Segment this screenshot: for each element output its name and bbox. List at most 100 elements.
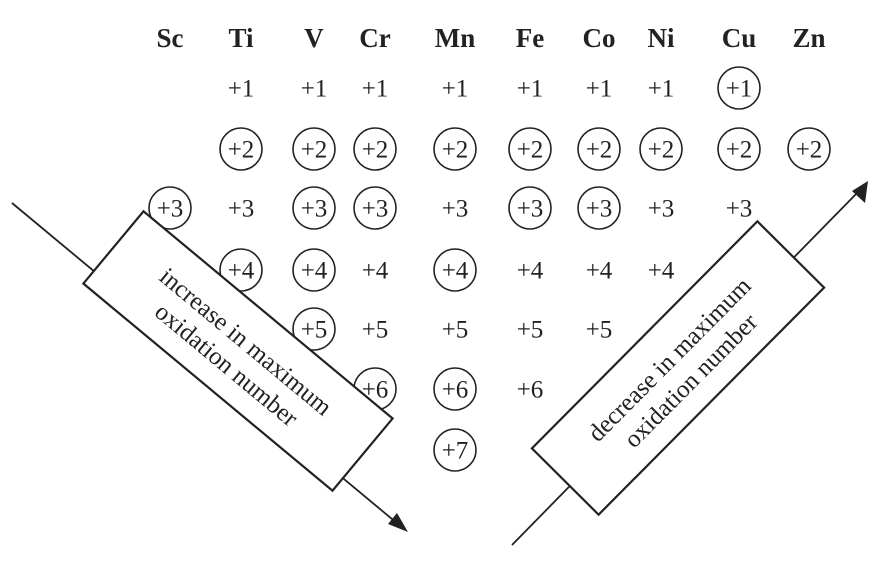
oxidation-state-co-plus4: +4 [586,258,613,285]
common-state-ring [433,127,477,171]
decrease-trend-box [530,219,826,517]
oxidation-state-ti-plus1: +1 [228,76,255,103]
oxidation-state-label: +5 [301,317,328,344]
oxidation-state-grid: +3 +1 +2 +3 +4 +1 +2 +3 +4 +5 +1 +2 +3 +4 +5 +6 +1 +2 +3 +4… [148,66,831,472]
oxidation-state-v-plus4: +4 [292,248,336,292]
oxidation-state-zn-plus2: +2 [787,127,831,171]
oxidation-state-label: +5 [517,317,544,344]
common-state-ring [353,186,397,230]
common-state-ring [787,127,831,171]
increase-trend-box [81,209,395,493]
oxidation-state-label: +2 [517,137,544,164]
common-state-ring [639,127,683,171]
oxidation-state-label: +3 [157,196,184,223]
common-state-ring [717,66,761,110]
oxidation-state-label: +1 [586,76,613,103]
oxidation-state-label: +3 [726,196,753,223]
common-state-ring [148,186,192,230]
oxidation-state-label: +3 [648,196,675,223]
oxidation-state-fe-plus2: +2 [508,127,552,171]
oxidation-state-label: +4 [586,258,613,285]
oxidation-state-label: +2 [648,137,675,164]
oxidation-state-fe-plus4: +4 [517,258,544,285]
oxidation-state-cr-plus4: +4 [362,258,389,285]
element-symbol-cu: Cu [722,23,757,53]
oxidation-state-mn-plus4: +4 [433,248,477,292]
oxidation-state-label: +1 [301,76,328,103]
common-state-ring [353,127,397,171]
oxidation-state-label: +5 [442,317,469,344]
oxidation-state-label: +2 [586,137,613,164]
oxidation-state-cu-plus1: +1 [717,66,761,110]
oxidation-state-label: +6 [517,377,544,404]
oxidation-state-cu-plus2: +2 [717,127,761,171]
oxidation-state-label: +3 [517,196,544,223]
oxidation-state-v-plus2: +2 [292,127,336,171]
oxidation-state-mn-plus7: +7 [433,428,477,472]
common-state-ring [433,248,477,292]
oxidation-state-co-plus1: +1 [586,76,613,103]
oxidation-state-ti-plus2: +2 [219,127,263,171]
element-symbol-co: Co [583,23,616,53]
oxidation-state-cr-plus1: +1 [362,76,389,103]
common-state-ring [292,186,336,230]
oxidation-state-label: +3 [442,196,469,223]
oxidation-state-label: +3 [301,196,328,223]
oxidation-state-label: +2 [726,137,753,164]
common-state-ring [433,428,477,472]
oxidation-state-label: +2 [442,137,469,164]
oxidation-state-ni-plus3: +3 [648,196,675,223]
oxidation-state-ni-plus2: +2 [639,127,683,171]
oxidation-state-label: +2 [228,137,255,164]
oxidation-state-label: +2 [301,137,328,164]
oxidation-state-ni-plus1: +1 [648,76,675,103]
element-symbol-v: V [304,23,324,53]
oxidation-state-ni-plus4: +4 [648,258,675,285]
common-state-ring [292,248,336,292]
oxidation-state-cr-plus5: +5 [362,317,389,344]
oxidation-state-cr-plus3: +3 [353,186,397,230]
oxidation-state-label: +2 [362,137,389,164]
oxidation-state-v-plus3: +3 [292,186,336,230]
oxidation-state-label: +1 [362,76,389,103]
oxidation-state-ti-plus3: +3 [228,196,255,223]
oxidation-state-v-plus1: +1 [301,76,328,103]
common-state-ring [508,127,552,171]
common-state-ring [577,127,621,171]
decrease-trend-indicator: decrease in maximum oxidation number [511,181,868,546]
element-symbol-mn: Mn [435,23,476,53]
oxidation-state-label: +4 [362,258,389,285]
oxidation-state-fe-plus6: +6 [517,377,544,404]
increase-trend-indicator: increase in maximum oxidation number [11,202,408,532]
oxidation-state-label: +4 [648,258,675,285]
oxidation-state-mn-plus1: +1 [442,76,469,103]
oxidation-state-mn-plus3: +3 [442,196,469,223]
element-symbol-cr: Cr [359,23,390,53]
oxidation-state-label: +4 [228,258,255,285]
increase-arrowhead-icon [388,513,408,532]
common-state-ring [433,367,477,411]
common-state-ring [292,307,336,351]
decrease-arrowhead-icon [852,181,868,203]
oxidation-state-mn-plus2: +2 [433,127,477,171]
common-state-ring [717,127,761,171]
oxidation-state-label: +3 [362,196,389,223]
oxidation-state-co-plus2: +2 [577,127,621,171]
oxidation-state-label: +4 [442,258,469,285]
oxidation-state-label: +4 [517,258,544,285]
oxidation-state-co-plus3: +3 [577,186,621,230]
element-symbol-ti: Ti [228,23,254,53]
oxidation-state-label: +5 [586,317,613,344]
oxidation-state-cr-plus2: +2 [353,127,397,171]
oxidation-state-ti-plus4: +4 [219,248,263,292]
oxidation-state-label: +3 [586,196,613,223]
oxidation-state-label: +1 [648,76,675,103]
oxidation-state-sc-plus3: +3 [148,186,192,230]
oxidation-state-label: +1 [726,76,753,103]
oxidation-state-label: +5 [362,317,389,344]
oxidation-state-fe-plus3: +3 [508,186,552,230]
oxidation-state-label: +1 [442,76,469,103]
